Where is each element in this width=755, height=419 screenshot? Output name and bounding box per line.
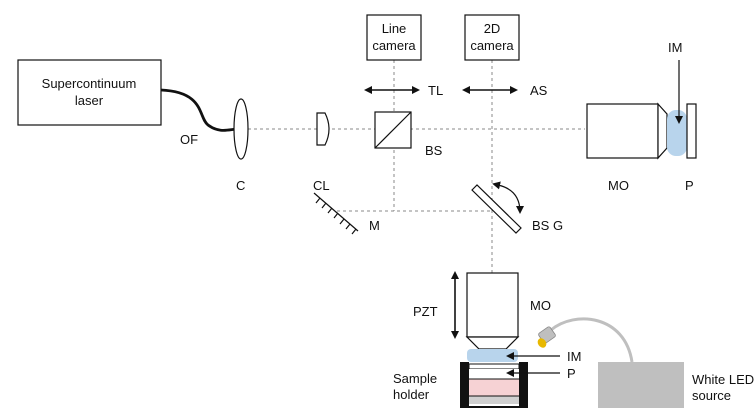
label-im-right: IM xyxy=(668,40,682,55)
led-label-line2: source xyxy=(692,388,731,403)
beam-splitter-glass xyxy=(471,184,522,234)
label-mo-right: MO xyxy=(608,178,629,193)
label-as: AS xyxy=(530,83,548,98)
led-fiber xyxy=(550,317,634,363)
supercontinuum-laser: Supercontinuum laser xyxy=(17,59,162,126)
laser-label-line2: laser xyxy=(75,93,104,108)
sample-glass xyxy=(469,396,519,404)
collimator-lens xyxy=(233,98,249,160)
mirror xyxy=(313,192,359,235)
label-p-bottom: P xyxy=(567,366,576,381)
line-camera-label-line1: Line xyxy=(382,21,407,36)
optical-fiber xyxy=(160,88,239,132)
led-label-line1: White LED xyxy=(692,372,754,387)
holder-right-wall xyxy=(519,362,528,408)
beam-splitter xyxy=(374,111,412,149)
label-mo-bottom: MO xyxy=(530,298,551,313)
right-prism xyxy=(686,103,697,159)
label-bsg: BS G xyxy=(532,218,563,233)
right-objective xyxy=(586,102,668,160)
bottom-immersion-medium xyxy=(467,349,518,362)
2d-camera-label-line1: 2D xyxy=(484,21,501,36)
cylindrical-lens xyxy=(316,112,330,146)
right-immersion-medium xyxy=(667,110,687,156)
label-bs: BS xyxy=(425,143,443,158)
bottom-prism xyxy=(468,363,520,370)
label-m: M xyxy=(369,218,380,233)
label-im-bottom: IM xyxy=(567,349,581,364)
label-p-right: P xyxy=(685,178,694,193)
sample-holder-label-line2: holder xyxy=(393,387,430,402)
2d-camera: 2D camera xyxy=(464,14,520,61)
bottom-objective xyxy=(465,272,520,350)
line-camera-label-line2: camera xyxy=(372,38,416,53)
2d-camera-label-line2: camera xyxy=(470,38,514,53)
sample-gap xyxy=(469,369,519,379)
beam-paths xyxy=(248,60,585,273)
label-tl: TL xyxy=(428,83,443,98)
laser-label-line1: Supercontinuum xyxy=(42,76,137,91)
line-camera: Line camera xyxy=(366,14,422,61)
white-led-source xyxy=(598,362,684,408)
sample-medium xyxy=(469,379,519,396)
label-cl: CL xyxy=(313,178,330,193)
label-c: C xyxy=(236,178,245,193)
label-pzt: PZT xyxy=(413,304,438,319)
label-of: OF xyxy=(180,132,198,147)
sample-holder-label-line1: Sample xyxy=(393,371,437,386)
sample-holder-assembly xyxy=(460,349,528,408)
led-head xyxy=(537,326,556,348)
rotation-arrow xyxy=(492,181,524,214)
holder-left-wall xyxy=(460,362,469,408)
